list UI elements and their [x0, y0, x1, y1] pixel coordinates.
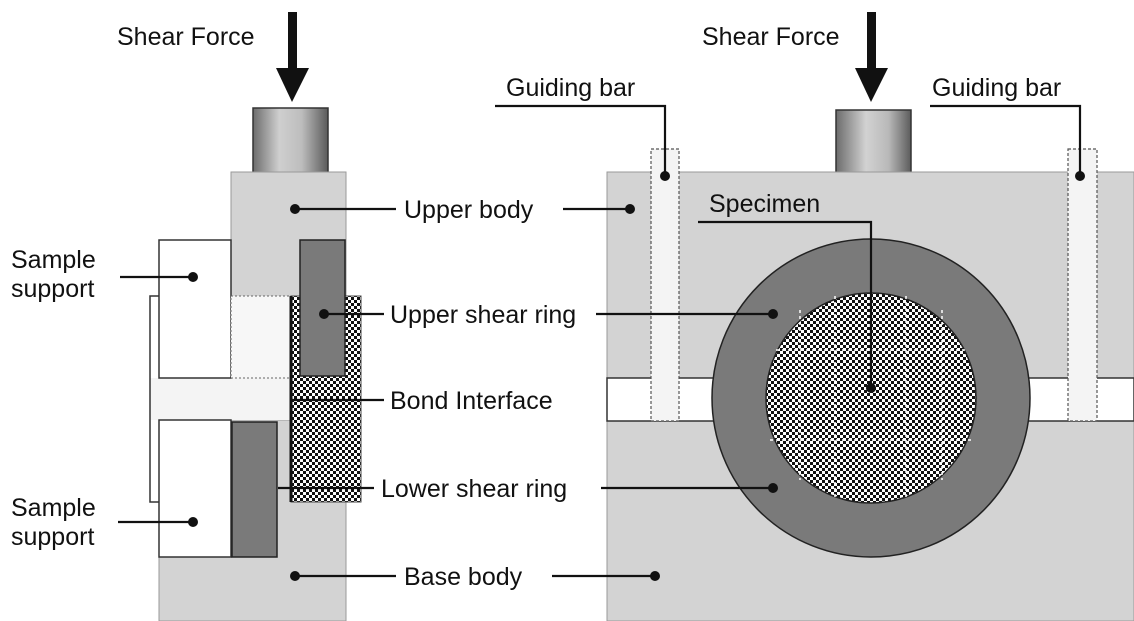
guiding-bar-right-rect	[1067, 148, 1098, 422]
left-upper-shear-ring	[299, 239, 346, 377]
right-loading-punch	[835, 109, 912, 175]
label-shear-force-right: Shear Force	[702, 23, 840, 51]
label-upper-shear-ring: Upper shear ring	[390, 301, 576, 329]
label-upper-body: Upper body	[404, 196, 534, 224]
left-section-view	[149, 12, 362, 621]
label-sample-support-top-1: Sample	[11, 246, 96, 274]
label-guiding-bar-right: Guiding bar	[932, 74, 1061, 102]
label-guiding-bar-left: Guiding bar	[506, 74, 635, 102]
label-sample-support-top-2: support	[11, 275, 94, 303]
left-upper-cavity	[230, 295, 292, 379]
label-bond-interface: Bond Interface	[390, 387, 553, 415]
label-specimen: Specimen	[709, 190, 820, 218]
shear-force-arrow-right	[855, 12, 888, 102]
labels: Shear Force Shear Force Guiding bar Guid…	[11, 23, 1061, 591]
leader-lines	[118, 104, 1085, 581]
label-base-body: Base body	[404, 563, 523, 591]
label-sample-support-bottom-1: Sample	[11, 494, 96, 522]
label-lower-shear-ring: Lower shear ring	[381, 475, 567, 503]
left-interface-gap	[150, 378, 300, 420]
label-shear-force-left: Shear Force	[117, 23, 255, 51]
sample-support-bottom	[158, 419, 232, 558]
label-sample-support-bottom-2: support	[11, 523, 94, 551]
specimen-grid-lines	[770, 296, 972, 500]
guiding-bar-left-rect	[650, 148, 680, 422]
left-loading-punch	[252, 107, 329, 175]
left-lower-shear-ring	[231, 421, 278, 558]
sample-support-top	[158, 239, 232, 379]
shear-force-arrow-left	[276, 12, 309, 102]
